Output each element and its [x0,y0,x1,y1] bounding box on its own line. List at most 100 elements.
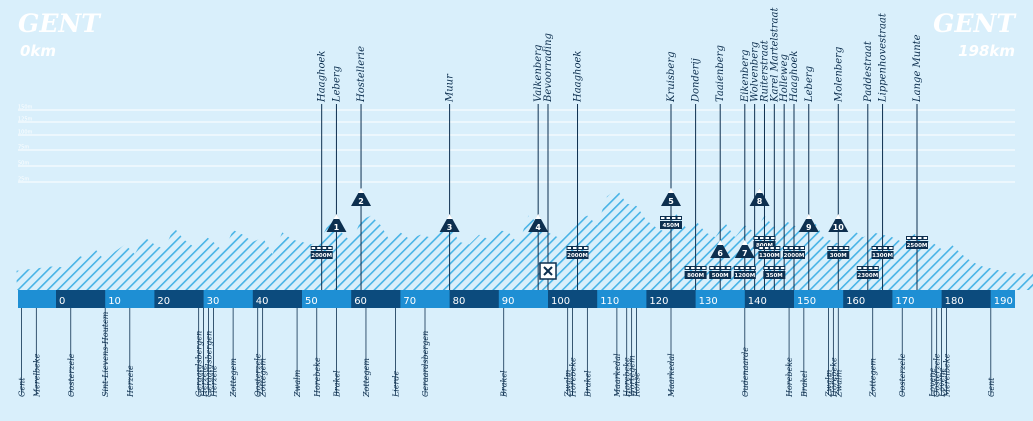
mountain-icon [661,188,681,206]
snowcap-icon [717,240,724,245]
climb-marker-1[interactable]: 1 [326,214,347,232]
climb-marker-4[interactable]: 4 [528,214,549,232]
cobble-sector[interactable]: 800M [684,266,707,279]
snowcap-icon [535,214,542,219]
cobble-sector[interactable]: 2000M [566,246,589,259]
cobble-stone-icon [828,247,832,249]
cobble-top [871,246,894,250]
cobble-top [856,266,879,270]
town-name: Gent [18,377,27,397]
climb-marker-7[interactable]: 7 [734,240,755,258]
distance-tick: 40 [256,296,269,307]
cobble-sector[interactable]: 1300M [871,246,894,259]
cobble-length: 1200M [734,273,755,279]
town-name: Oudenaarde [741,347,750,397]
distance-tick: 20 [157,296,170,307]
distance-tick: 160 [846,296,865,307]
distance-bar-segment [252,290,302,308]
climb-number: 8 [757,197,763,206]
cobble-sector[interactable]: 1200M [733,266,756,279]
cobble-sector[interactable]: 2300M [856,266,879,279]
town-name: Zottegem [259,358,268,398]
climb-name: Eikenberg [740,50,751,103]
mountain-icon [351,188,372,206]
cobble-top [660,216,682,220]
distance-bar-segment [154,290,204,308]
start-distance: 0km [20,42,56,60]
distance-tick: 60 [354,296,367,307]
climb-marker-6[interactable]: 6 [710,240,731,258]
climb-marker-8[interactable]: 8 [749,188,770,206]
town-name: Herzele [209,365,218,398]
cobble-stone-icon [759,247,763,249]
cobble-length: 2000M [567,253,588,259]
cobble-sector[interactable]: 2500M [906,236,928,249]
cobble-stone-icon [311,247,316,249]
town-name: Wortegem [628,355,637,397]
cobble-plate [709,271,732,279]
town-name: Geraardsbergen [195,331,204,397]
town-name: Zottegem [362,358,371,398]
town-name: Zwalm [293,369,302,398]
climb-marker-9[interactable]: 9 [798,214,819,232]
cobble-top [733,266,756,270]
cobble-length: 450M [663,223,680,229]
distance-tick: 140 [748,296,767,307]
climb-name: Haaghoek [789,51,800,103]
distance-tick: 130 [699,296,718,307]
knife-icon [543,266,553,276]
cobble-stone-icon [857,267,862,269]
cobble-stone-icon [863,267,867,269]
cobble-plate [733,271,756,279]
town-name: Sint-Lievens-Houtem [101,311,110,397]
climb-name: Lange Munte [912,34,923,103]
town-name: Oosterzele [898,353,907,397]
town-name: Horebeke [829,357,838,398]
cobble-stone-icon [672,217,676,219]
cobble-stone-icon [696,267,701,269]
climb-number: 10 [833,223,845,232]
finish-city: GENT [933,9,1017,38]
distance-tick: 30 [207,296,220,307]
town-name: Lierde [391,370,400,398]
cobble-stone-icon [740,267,744,269]
climb-marker-2[interactable]: 2 [351,188,372,206]
cobble-length: 2000M [311,253,332,259]
town-name: Ronse [633,372,642,398]
cobble-sector[interactable]: 450M [660,216,682,229]
cobble-stone-icon [775,267,779,269]
cobble-sector[interactable]: 2000M [783,246,805,259]
cobble-sector[interactable]: 350M [763,266,786,279]
cobble-sectors: 2000M2000M450M800M500M1200M800M1300M350M… [310,216,928,279]
climb-marker-3[interactable]: 3 [439,214,460,232]
cobble-stone-icon [734,267,739,269]
cobble-stone-icon [868,267,873,269]
cobble-length: 2500M [907,243,928,249]
distance-bar-segment [548,290,598,308]
climb-name: Hostellerie [356,46,367,103]
town-name: Brakel [800,370,809,398]
cobble-stone-icon [578,247,583,249]
cobble-stone-icon [721,267,725,269]
mountain-icon [828,214,849,232]
cobble-sector[interactable]: 500M [709,266,732,279]
cobble-stone-icon [889,247,893,249]
climb-marker-5[interactable]: 5 [661,188,681,206]
cobble-top [566,246,589,250]
climb-marker-10[interactable]: 10 [828,214,849,232]
town-ticks [21,308,992,395]
cobble-top [709,266,732,270]
cobble-length: 300M [830,253,847,259]
cobble-sector[interactable]: 300M [827,246,850,259]
cobble-sector[interactable]: 1300M [758,246,781,259]
distance-tick: 110 [600,296,619,307]
distance-tick: 120 [649,296,668,307]
cobble-sector[interactable]: 2000M [310,246,333,259]
cobble-plate [310,251,333,259]
town-name: Zottegem [869,358,878,398]
cobble-stone-icon [872,247,877,249]
distance-tick: 100 [551,296,570,307]
cobble-plate [871,251,894,259]
